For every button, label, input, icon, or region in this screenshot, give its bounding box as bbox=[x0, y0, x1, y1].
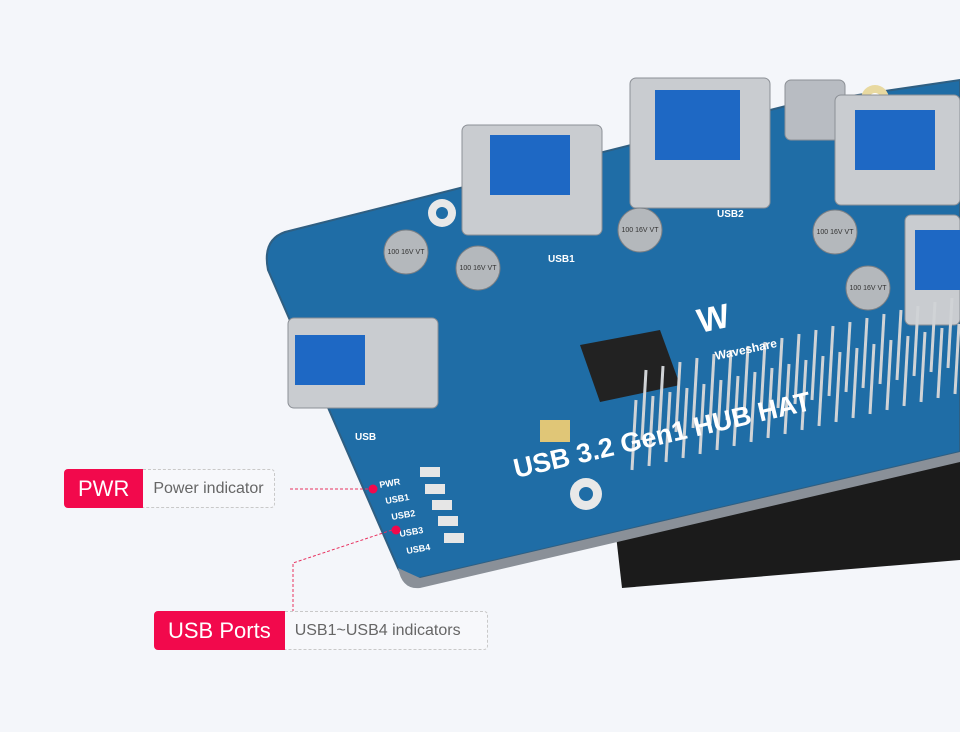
mounting-hole bbox=[428, 199, 456, 227]
gpio-pin bbox=[912, 305, 920, 377]
led-label-pwr: PWR bbox=[379, 476, 402, 490]
callout-pwr: PWR Power indicator bbox=[64, 469, 275, 508]
gpio-pin bbox=[946, 297, 954, 369]
led-label-usb2: USB2 bbox=[391, 508, 416, 522]
callout-tag-pwr: PWR bbox=[64, 469, 144, 508]
usb-port-1 bbox=[461, 124, 603, 236]
gpio-pin bbox=[902, 335, 910, 407]
gpio-pin bbox=[953, 323, 960, 395]
pcb-edge bbox=[398, 452, 960, 589]
gpio-pin bbox=[698, 383, 706, 455]
gpio-pin bbox=[640, 369, 648, 441]
gpio-pin bbox=[776, 337, 784, 409]
gpio-pin bbox=[630, 399, 638, 471]
led-labels: PWR USB1 USB2 USB3 USB4 bbox=[379, 476, 431, 556]
gpio-pin bbox=[657, 365, 665, 437]
gpio-pin bbox=[749, 371, 757, 443]
gpio-pin bbox=[725, 349, 733, 421]
callout-desc-pwr: Power indicator bbox=[143, 469, 275, 508]
usb-port-4 bbox=[904, 214, 960, 326]
led-label-usb3: USB3 bbox=[399, 525, 424, 539]
gpio-pin bbox=[929, 301, 937, 373]
board-label-usb2: USB2 bbox=[717, 209, 744, 220]
gpio-pin bbox=[844, 321, 852, 393]
board-label-usb1: USB1 bbox=[548, 254, 575, 265]
gpio-pin bbox=[759, 341, 767, 413]
gpio-pin bbox=[885, 339, 893, 411]
gpio-pin bbox=[817, 355, 825, 427]
gpio-pin bbox=[793, 333, 801, 405]
gpio-pin bbox=[715, 379, 723, 451]
gpio-pin bbox=[647, 395, 655, 467]
usb-port-left bbox=[287, 317, 439, 409]
gpio-pin bbox=[783, 363, 791, 435]
led-label-usb4: USB4 bbox=[406, 542, 431, 556]
gpio-pin bbox=[691, 357, 699, 429]
gpio-pin bbox=[851, 347, 859, 419]
gpio-pin bbox=[664, 391, 672, 463]
gpio-pin bbox=[674, 361, 682, 433]
gpio-pin bbox=[766, 367, 774, 439]
svg-text:100 16V VT: 100 16V VT bbox=[388, 249, 426, 256]
svg-text:100 16V VT: 100 16V VT bbox=[850, 285, 888, 292]
crystal bbox=[540, 420, 570, 442]
led-label-usb1: USB1 bbox=[385, 492, 410, 506]
gpio-pins bbox=[630, 297, 960, 471]
svg-text:100 16V VT: 100 16V VT bbox=[460, 265, 498, 272]
usb-port-2 bbox=[629, 77, 771, 209]
gpio-pin bbox=[827, 325, 835, 397]
gpio-pin bbox=[742, 345, 750, 417]
leds bbox=[420, 467, 464, 543]
usb-marker-dot bbox=[391, 525, 401, 535]
svg-text:100 16V VT: 100 16V VT bbox=[817, 229, 855, 236]
gpio-pin bbox=[732, 375, 740, 447]
capacitors bbox=[383, 207, 891, 311]
svg-text:100 16V VT: 100 16V VT bbox=[622, 227, 660, 234]
callout-usb-ports: USB Ports USB1~USB4 indicators bbox=[154, 611, 488, 650]
usb-leader-line bbox=[292, 528, 396, 612]
gpio-pin bbox=[895, 309, 903, 381]
gpio-pin bbox=[936, 327, 944, 399]
callout-desc-usb-ports: USB1~USB4 indicators bbox=[284, 611, 488, 650]
board-label-usb: USB bbox=[355, 432, 376, 443]
gpio-pin bbox=[810, 329, 818, 401]
pwr-marker-dot bbox=[368, 484, 378, 494]
usb-port-3 bbox=[834, 94, 960, 206]
gpio-pin bbox=[878, 313, 886, 385]
capacitor-markings: 100 16V VT 100 16V VT 100 16V VT 100 16V… bbox=[388, 227, 888, 292]
callout-tag-usb-ports: USB Ports bbox=[154, 611, 285, 650]
gpio-pin bbox=[919, 331, 927, 403]
gpio-pin bbox=[861, 317, 869, 389]
mounting-hole bbox=[570, 478, 602, 510]
gpio-pin bbox=[708, 353, 716, 425]
hub-controller-chip bbox=[580, 330, 680, 402]
gpio-pin bbox=[834, 351, 842, 423]
gpio-pin bbox=[800, 359, 808, 431]
gpio-pin bbox=[868, 343, 876, 415]
gpio-pin bbox=[681, 387, 689, 459]
